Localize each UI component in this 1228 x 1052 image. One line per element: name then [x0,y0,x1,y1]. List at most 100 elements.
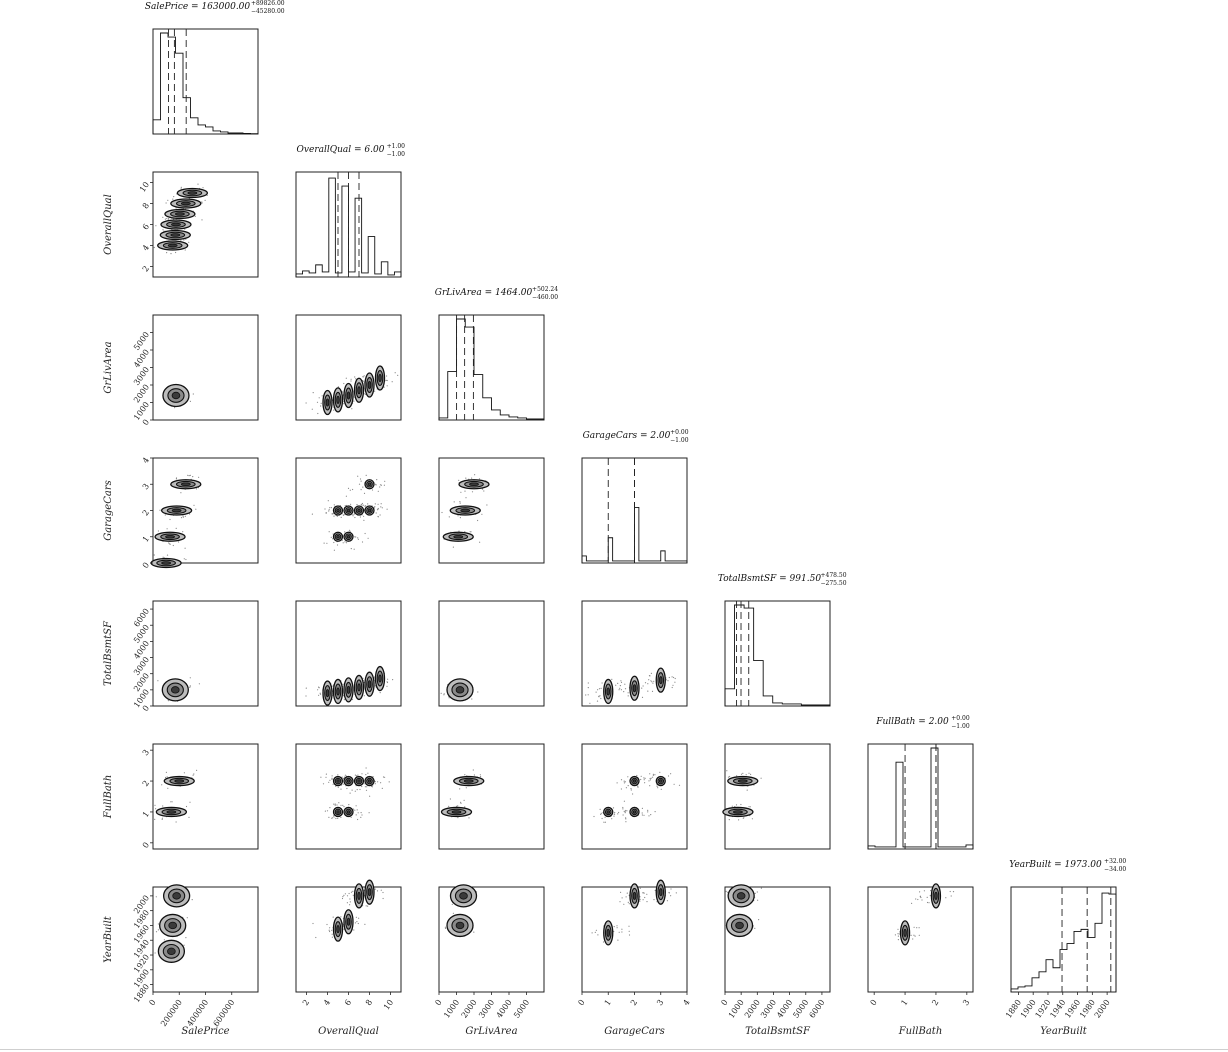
sample-point [195,488,198,490]
sample-point [183,558,185,560]
x-tick-label: 1000 [442,998,461,1020]
sample-point [364,923,366,926]
y-tick-label: 0 [141,841,151,850]
sample-point [458,530,460,532]
sample-point [365,789,368,791]
sample-point [349,530,351,533]
sample-point [374,685,376,687]
sample-point [331,513,333,515]
sample-point [483,490,485,492]
sample-point [189,686,191,689]
sample-point [187,474,189,476]
sample-point [345,542,348,544]
sample-point [599,695,601,697]
sample-point [380,782,382,784]
sample-point [343,806,345,808]
sample-point [167,787,169,789]
sample-point [155,896,157,898]
sample-point [628,903,630,905]
sample-point [757,899,759,901]
contour-inner [346,810,351,814]
sample-point [626,810,628,812]
sample-point [647,811,649,813]
sample-point [394,372,396,374]
sample-point [182,515,184,517]
sample-point [183,944,185,946]
sample-point [916,927,918,929]
sample-point [632,793,634,795]
sample-point [326,810,329,812]
contour-inner [336,687,340,696]
sample-point [189,513,191,515]
sample-point [355,536,357,538]
sample-point [183,239,185,241]
sample-point [175,207,177,209]
sample-point [648,815,650,817]
sample-point [189,685,191,687]
sample-point [373,676,376,678]
sample-point [165,202,167,204]
sample-point [918,934,920,936]
sample-point [374,888,376,890]
sample-point [312,922,314,925]
panel-total-bsmt-sf-vs-full-bath [722,743,831,850]
title-full-bath: FullBath = 2.00 [875,717,949,727]
sample-point [358,483,361,485]
y-tick-label: 10 [138,180,151,194]
sample-point [613,815,615,817]
sample-point [163,939,165,941]
sample-point [333,815,335,817]
panel-frame [867,886,974,993]
contour-inner [737,779,748,783]
contour-inner [659,676,663,685]
sample-point [945,897,947,899]
sample-point [349,901,351,903]
sample-point [448,697,450,699]
sample-point [612,807,615,809]
sample-point [623,810,625,812]
sample-point [897,933,899,935]
sample-point [162,216,164,218]
sample-point [162,229,164,231]
panel-sale-price-vs-full-bath [152,743,259,850]
sample-point [653,899,655,901]
sample-point [654,774,656,776]
sample-point [356,921,358,923]
sample-point [471,491,474,493]
sample-point [172,198,174,200]
sample-point [180,239,182,241]
panel-frame [152,743,259,850]
contour-inner [606,687,611,696]
sample-point [386,385,388,387]
hist-panel-sale-price: SalePrice = 163000.00+89826.00−45280.00 [145,0,285,135]
sample-point [460,801,462,804]
sample-point [670,888,672,890]
sample-point [356,504,358,506]
sample-point [736,775,738,777]
sample-point [331,777,333,779]
sample-point [668,676,670,679]
sample-point [725,890,727,893]
contour-inner [336,925,340,934]
contour-inner [453,535,464,539]
sample-point [641,814,644,816]
sample-point [202,187,204,189]
y-tick-label: 0 [141,418,151,427]
sample-point [600,687,602,690]
sample-point [587,682,589,684]
x-tick-label: 3 [655,998,665,1007]
sample-point [368,812,370,814]
contour-inner [166,810,177,814]
sample-point [354,774,356,776]
sample-point [195,508,197,510]
sample-point [374,506,376,508]
sample-point [630,789,632,791]
sample-point [325,512,327,514]
panel-frame [724,743,831,850]
sample-point [919,891,921,893]
sample-point [170,253,172,255]
sample-point [175,251,177,254]
sample-point [625,821,627,823]
sample-point [343,382,345,385]
